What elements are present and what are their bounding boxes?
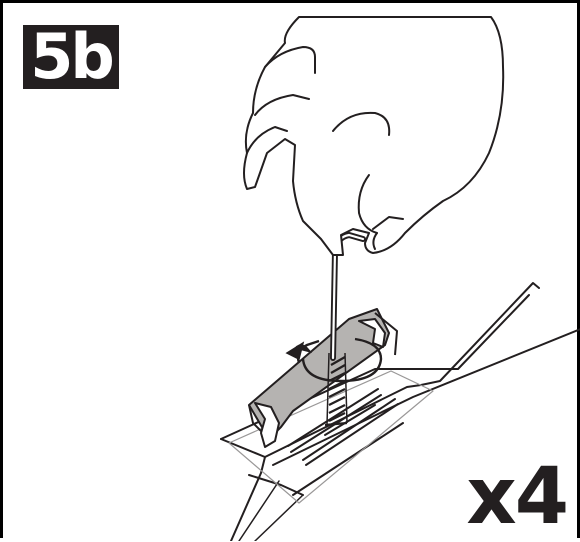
bracket-icon xyxy=(248,308,398,448)
spring-icon xyxy=(324,352,348,427)
rail-icon xyxy=(220,282,580,541)
step-number-badge: 5b xyxy=(23,25,119,89)
rotate-arrow-icon xyxy=(285,337,383,383)
quantity-label: x4 xyxy=(466,452,569,542)
hand-icon xyxy=(243,16,505,256)
assembly-illustration xyxy=(220,16,580,541)
